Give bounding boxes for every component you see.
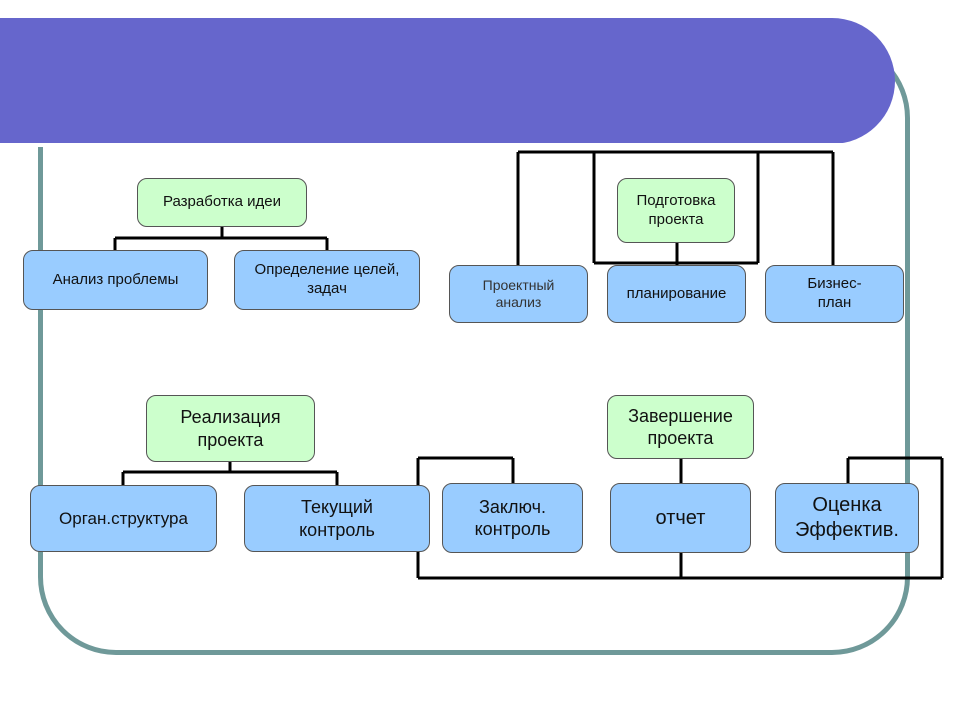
final-control-box: Заключ. контроль <box>442 483 583 553</box>
goals-definition-box: Определение целей, задач <box>234 250 420 310</box>
project-preparation-box: Подготовка проекта <box>617 178 735 243</box>
project-analysis-box: Проектный анализ <box>449 265 588 323</box>
org-structure-box: Орган.структура <box>30 485 217 552</box>
problem-analysis-box: Анализ проблемы <box>23 250 208 310</box>
business-plan-box: Бизнес- план <box>765 265 904 323</box>
idea-development-box: Разработка идеи <box>137 178 307 227</box>
report-box: отчет <box>610 483 751 553</box>
efficiency-evaluation-box: Оценка Эффектив. <box>775 483 919 553</box>
current-control-box: Текущий контроль <box>244 485 430 552</box>
title-underline <box>0 143 850 147</box>
project-completion-box: Завершение проекта <box>607 395 754 459</box>
title-bar <box>0 18 895 147</box>
planning-box: планирование <box>607 265 746 323</box>
project-implementation-box: Реализация проекта <box>146 395 315 462</box>
